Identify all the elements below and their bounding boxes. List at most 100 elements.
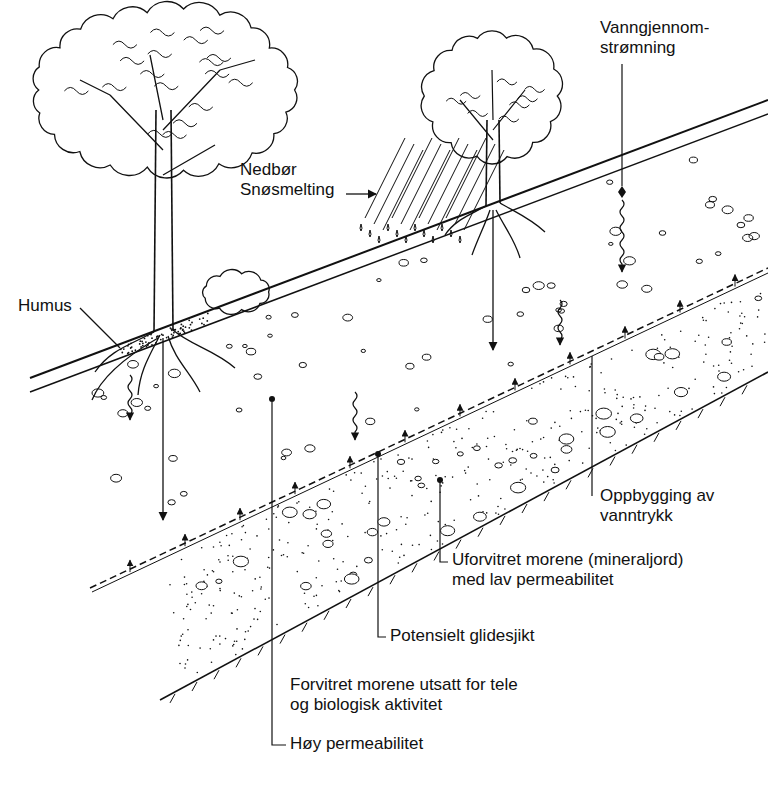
stipple-dot (585, 409, 587, 411)
stipple-dot (516, 449, 518, 451)
pebble (415, 408, 419, 411)
stipple-dot (540, 438, 542, 440)
stipple-dot (604, 388, 606, 390)
callout-label: Humus (18, 296, 72, 316)
stipple-dot (587, 410, 589, 412)
stipple-dot (440, 485, 442, 487)
bedrock-tick (654, 433, 659, 442)
slip-leader (378, 456, 386, 637)
humus-dot (188, 327, 190, 329)
humus-dot (141, 341, 143, 343)
humus-dot (139, 340, 141, 342)
pebble (361, 349, 365, 352)
rain-streak (374, 144, 414, 224)
bedrock-tick (742, 385, 747, 394)
stipple-dot (619, 422, 621, 424)
stipple-dot (229, 545, 231, 547)
stipple-dot (539, 383, 541, 385)
stipple-dot (656, 422, 658, 424)
stipple-dot (681, 411, 683, 413)
humus-dot (155, 342, 157, 344)
rain-drop (369, 230, 371, 237)
stipple-dot (721, 392, 723, 394)
leader-dot (269, 396, 275, 402)
stipple-dot (705, 344, 707, 346)
stipple-dot (227, 560, 229, 562)
stipple-dot (268, 528, 270, 530)
pebble (268, 334, 273, 337)
stipple-dot (401, 544, 403, 546)
stipple-dot (486, 446, 488, 448)
stipple-dot (213, 639, 215, 641)
humus-dot (151, 344, 153, 346)
stipple-dot (219, 541, 221, 543)
pebble (216, 579, 222, 583)
pebble (722, 206, 733, 214)
background-group (33, 2, 562, 315)
pebble (128, 361, 139, 369)
stipple-dot (616, 394, 618, 396)
pebble (364, 557, 372, 563)
stipple-dot (361, 492, 363, 494)
stipple-dot (718, 365, 720, 367)
stipple-dot (645, 405, 647, 407)
stipple-dot (560, 388, 562, 390)
stipple-dot (694, 378, 696, 380)
stipple-dot (661, 334, 663, 336)
humus-dot (206, 320, 208, 322)
bedrock-tick (698, 409, 703, 418)
humus-dot (203, 324, 205, 326)
humus-dot (161, 334, 163, 336)
pebble (689, 157, 697, 163)
rain-streak (464, 150, 504, 230)
stipple-dot (467, 466, 469, 468)
tree-crown (421, 31, 562, 164)
stipple-dot (532, 441, 534, 443)
stipple-dot (180, 640, 182, 642)
stipple-dot (750, 353, 752, 355)
stipple-dot (316, 577, 318, 579)
stipple-dot (307, 545, 309, 547)
pebble (561, 446, 572, 454)
humus-dot (151, 337, 153, 339)
stipple-dot (611, 358, 613, 360)
stipple-dot (218, 559, 220, 561)
stipple-dot (396, 529, 398, 531)
pebble (495, 463, 503, 468)
pebble (696, 259, 702, 263)
pebble (377, 279, 381, 282)
pebble (737, 222, 745, 227)
pebble (281, 456, 286, 459)
stipple-dot (254, 608, 256, 610)
stipple-dot (621, 406, 623, 408)
stipple-dot (396, 478, 398, 480)
humus-dot (201, 323, 203, 325)
pebble (529, 418, 538, 424)
rain-streak (392, 138, 432, 218)
pebble (508, 362, 513, 366)
rain-drop (423, 230, 425, 237)
stipple-dot (321, 585, 323, 587)
foliage-stroke (64, 87, 88, 94)
tree-trunk (154, 110, 156, 332)
stipple-dot (744, 316, 746, 318)
stipple-dot (522, 449, 524, 451)
pebble (630, 414, 643, 423)
stipple-dot (201, 593, 203, 595)
stipple-dot (444, 476, 446, 478)
stipple-dot (568, 460, 570, 462)
stipple-dot (235, 654, 237, 656)
foliage-stroke (154, 83, 178, 90)
stipple-dot (713, 365, 715, 367)
pebble (718, 372, 731, 381)
stipple-dot (225, 638, 227, 640)
bedrock-tick (346, 599, 351, 608)
bedrock-tick (412, 563, 417, 572)
callout-label: Høy permeabilitet (290, 734, 423, 754)
stipple-dot (596, 432, 598, 434)
humus-dot (148, 342, 150, 344)
humus-dot (160, 339, 162, 341)
pebble (596, 408, 612, 419)
stipple-dot (261, 586, 263, 588)
stipple-dot (332, 511, 334, 513)
